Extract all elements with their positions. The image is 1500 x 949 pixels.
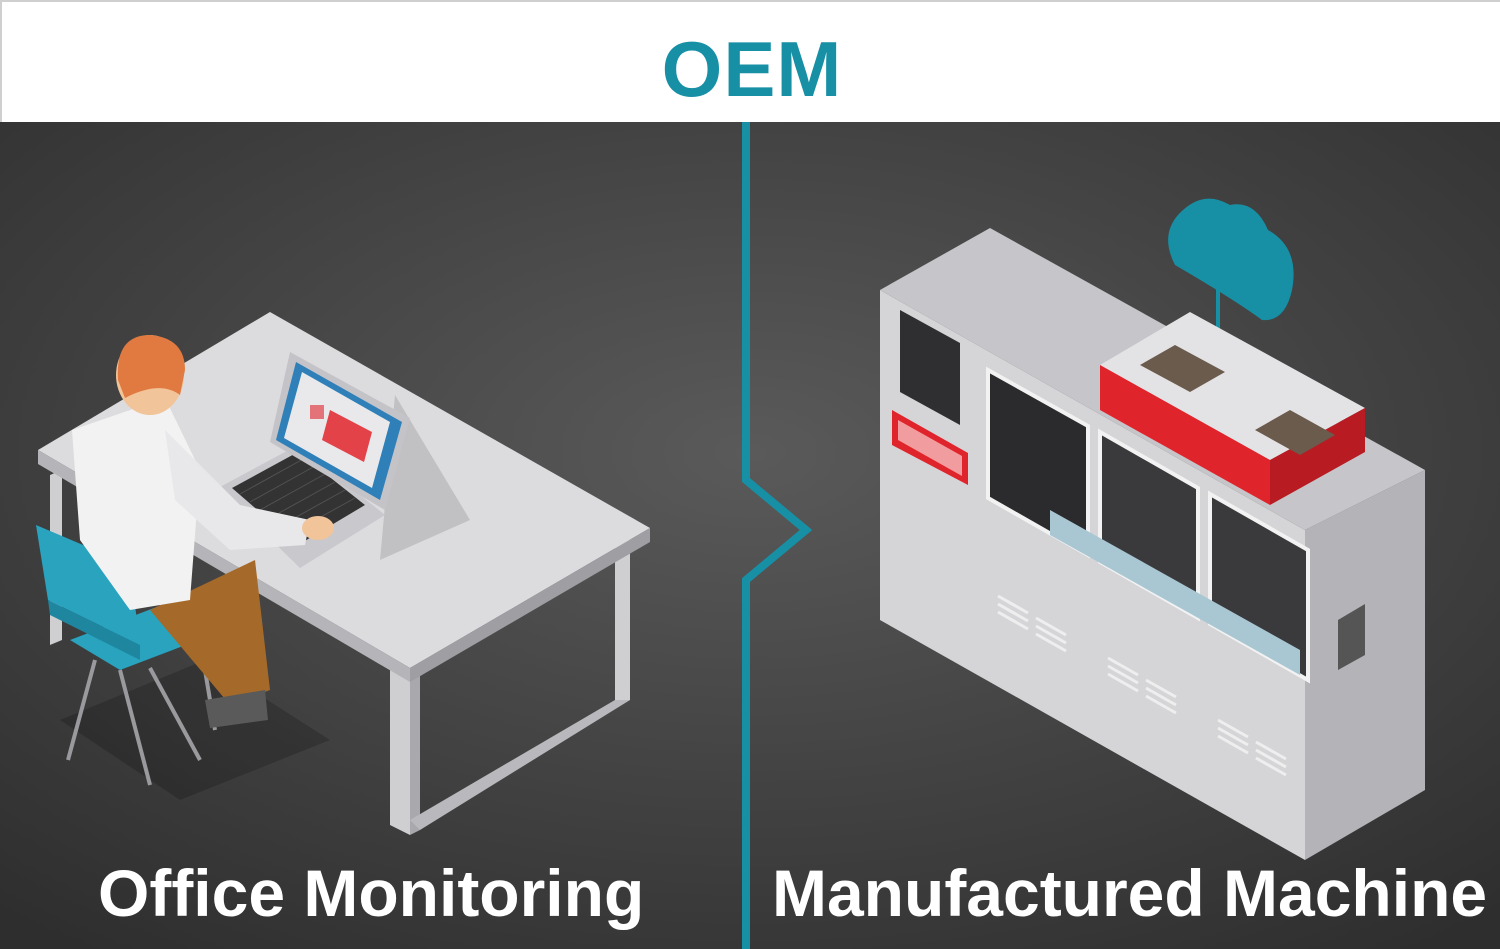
- desk-leg-right: [615, 538, 630, 706]
- machine-control-screen: [900, 310, 960, 425]
- office-desk-scene: [36, 312, 650, 835]
- page-title: OEM: [661, 25, 843, 113]
- manufactured-machine: [880, 198, 1425, 860]
- divider-line: [742, 122, 813, 949]
- desk-leg-front: [390, 665, 410, 835]
- illustration-stage: [0, 122, 1500, 949]
- cloud-icon: [1168, 198, 1294, 321]
- person: [72, 335, 334, 728]
- office-monitoring-label: Office Monitoring: [98, 856, 645, 930]
- header-bar: OEM: [0, 0, 1500, 122]
- manufactured-machine-label: Manufactured Machine: [772, 856, 1488, 930]
